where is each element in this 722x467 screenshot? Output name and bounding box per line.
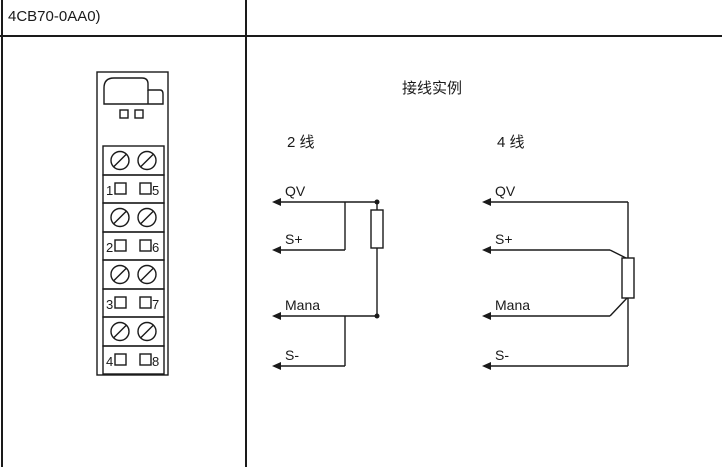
terminal-pin-square: [139, 296, 152, 309]
terminal-module-drawing: 1 5 2 6 3 7 4 8: [96, 71, 169, 376]
table-left-border: [1, 0, 3, 467]
screw-icon: [137, 207, 157, 228]
terminal-arrow-icon: [272, 246, 281, 254]
screw-icon: [110, 150, 130, 171]
terminal-group-2: [102, 202, 165, 261]
terminal-pin-square: [139, 353, 152, 366]
terminal-arrow-icon: [272, 312, 281, 320]
terminal-number: 6: [152, 240, 159, 255]
terminal-pin-square: [114, 353, 127, 366]
terminal-number: 7: [152, 297, 159, 312]
terminal-pin-square: [139, 182, 152, 195]
module-outline: [96, 71, 169, 376]
screw-icon: [137, 264, 157, 285]
terminal-number: 2: [106, 240, 113, 255]
screw-icon: [137, 321, 157, 342]
table-row-divider: [0, 35, 722, 37]
wiring-title: 接线实例: [402, 80, 462, 97]
screw-icon: [110, 264, 130, 285]
terminal-group-3: [102, 259, 165, 318]
terminal-label-qv: QV: [495, 183, 516, 199]
example-label-4wire: 4 线: [497, 134, 525, 151]
terminal-number: 5: [152, 183, 159, 198]
indicator-square-right: [134, 109, 144, 119]
terminal-label-mana: Mana: [495, 297, 530, 313]
screw-icon: [137, 150, 157, 171]
terminal-arrow-icon: [272, 362, 281, 370]
terminal-number: 3: [106, 297, 113, 312]
terminal-label-mana: Mana: [285, 297, 320, 313]
table-column-divider: [245, 0, 247, 467]
terminal-label-splus: S+: [495, 231, 513, 247]
screw-icon: [110, 321, 130, 342]
terminal-pin-square: [114, 182, 127, 195]
terminal-group-4: [102, 316, 165, 375]
terminal-number: 1: [106, 183, 113, 198]
terminal-label-qv: QV: [285, 183, 306, 199]
mounting-clip: [103, 77, 164, 105]
terminal-arrow-icon: [482, 246, 491, 254]
junction-dot: [374, 199, 380, 205]
resistor-symbol: [370, 209, 384, 249]
terminal-arrow-icon: [482, 362, 491, 370]
terminal-number: 4: [106, 354, 113, 369]
terminal-pin-square: [139, 239, 152, 252]
terminal-label-sminus: S-: [285, 347, 299, 363]
terminal-pin-square: [114, 296, 127, 309]
junction-dot: [374, 313, 380, 319]
screw-icon: [110, 207, 130, 228]
wiring-example-2wire: QV S+ Mana S-: [272, 183, 384, 370]
wiring-examples-diagram: 接线实例 2 线 4 线 QV: [272, 80, 635, 370]
terminal-pin-square: [114, 239, 127, 252]
indicator-square-left: [119, 109, 129, 119]
example-label-2wire: 2 线: [287, 134, 315, 151]
terminal-arrow-icon: [482, 198, 491, 206]
terminal-label-sminus: S-: [495, 347, 509, 363]
terminal-arrow-icon: [482, 312, 491, 320]
part-number-text: 4CB70-0AA0): [8, 8, 101, 25]
terminal-arrow-icon: [272, 198, 281, 206]
terminal-group-1: [102, 145, 165, 204]
terminal-label-splus: S+: [285, 231, 303, 247]
resistor-symbol: [621, 257, 635, 299]
wiring-example-4wire: QV S+ Mana S-: [482, 183, 635, 370]
terminal-number: 8: [152, 354, 159, 369]
